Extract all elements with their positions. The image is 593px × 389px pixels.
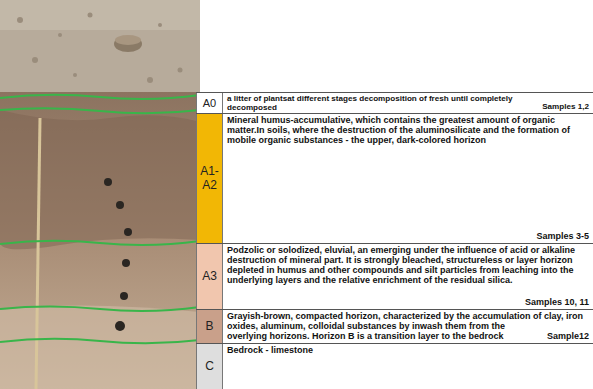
ground-surface — [0, 0, 200, 30]
horizon-label: B — [196, 310, 223, 343]
soil-photo — [0, 0, 200, 389]
horizon-label: A0 — [196, 93, 223, 113]
measuring-stick — [36, 118, 40, 389]
horizon-label: C — [196, 344, 223, 389]
humus-layer — [0, 110, 200, 249]
horizon-boundary — [0, 95, 200, 344]
horizon-description-cell: Samples 10, 11 Podzolic or solodized, elu… — [223, 244, 593, 309]
sample-numbers: Samples 1,2 — [536, 102, 589, 111]
horizon-label: A3 — [196, 244, 223, 309]
horizon-description: Mineral humus-accumulative, which contai… — [227, 115, 589, 145]
sample-numbers: Sample12 — [541, 331, 589, 341]
horizon-description-cell: Sample12Grayish-brown, compacted horizon… — [223, 310, 593, 343]
horizon-row: A3Samples 10, 11 Podzolic or solodized, e… — [196, 243, 593, 309]
horizon-description: Podzolic or solodized, eluvial, an emerg… — [227, 245, 589, 285]
tree-stump — [115, 35, 141, 45]
horizon-description-cell: Samples 3-5 Mineral humus-accumulative, w… — [223, 114, 593, 243]
tree-stump — [114, 36, 142, 52]
horizon-row: A0Samples 1,2a litter of plantsat differ… — [196, 92, 593, 113]
horizon-row: BSample12Grayish-brown, compacted horizo… — [196, 309, 593, 343]
horizon-description-cell: Samples 1,2a litter of plantsat differen… — [223, 93, 593, 113]
sample-holes — [104, 178, 132, 331]
sample-numbers: Samples 10, 11 — [519, 297, 589, 307]
horizon-description: Bedrock - limestone — [227, 345, 589, 355]
ground-speckle — [17, 13, 183, 84]
horizon-description: Grayish-brown, compacted horizon, charac… — [227, 311, 589, 341]
lower-layer — [0, 305, 200, 389]
ground-surface — [0, 0, 200, 92]
horizon-description-cell: Bedrock - limestone — [223, 344, 593, 389]
horizon-row: A1- A2 Samples 3-5 Mineral humus-accumulat… — [196, 113, 593, 243]
soil-wall — [0, 92, 200, 389]
horizon-label: A1- A2 — [196, 114, 223, 243]
horizon-description: a litter of plantsat different stages de… — [227, 94, 589, 112]
sample-numbers: Samples 3-5 — [530, 231, 589, 241]
horizon-row: C Bedrock - limestone — [196, 343, 593, 389]
